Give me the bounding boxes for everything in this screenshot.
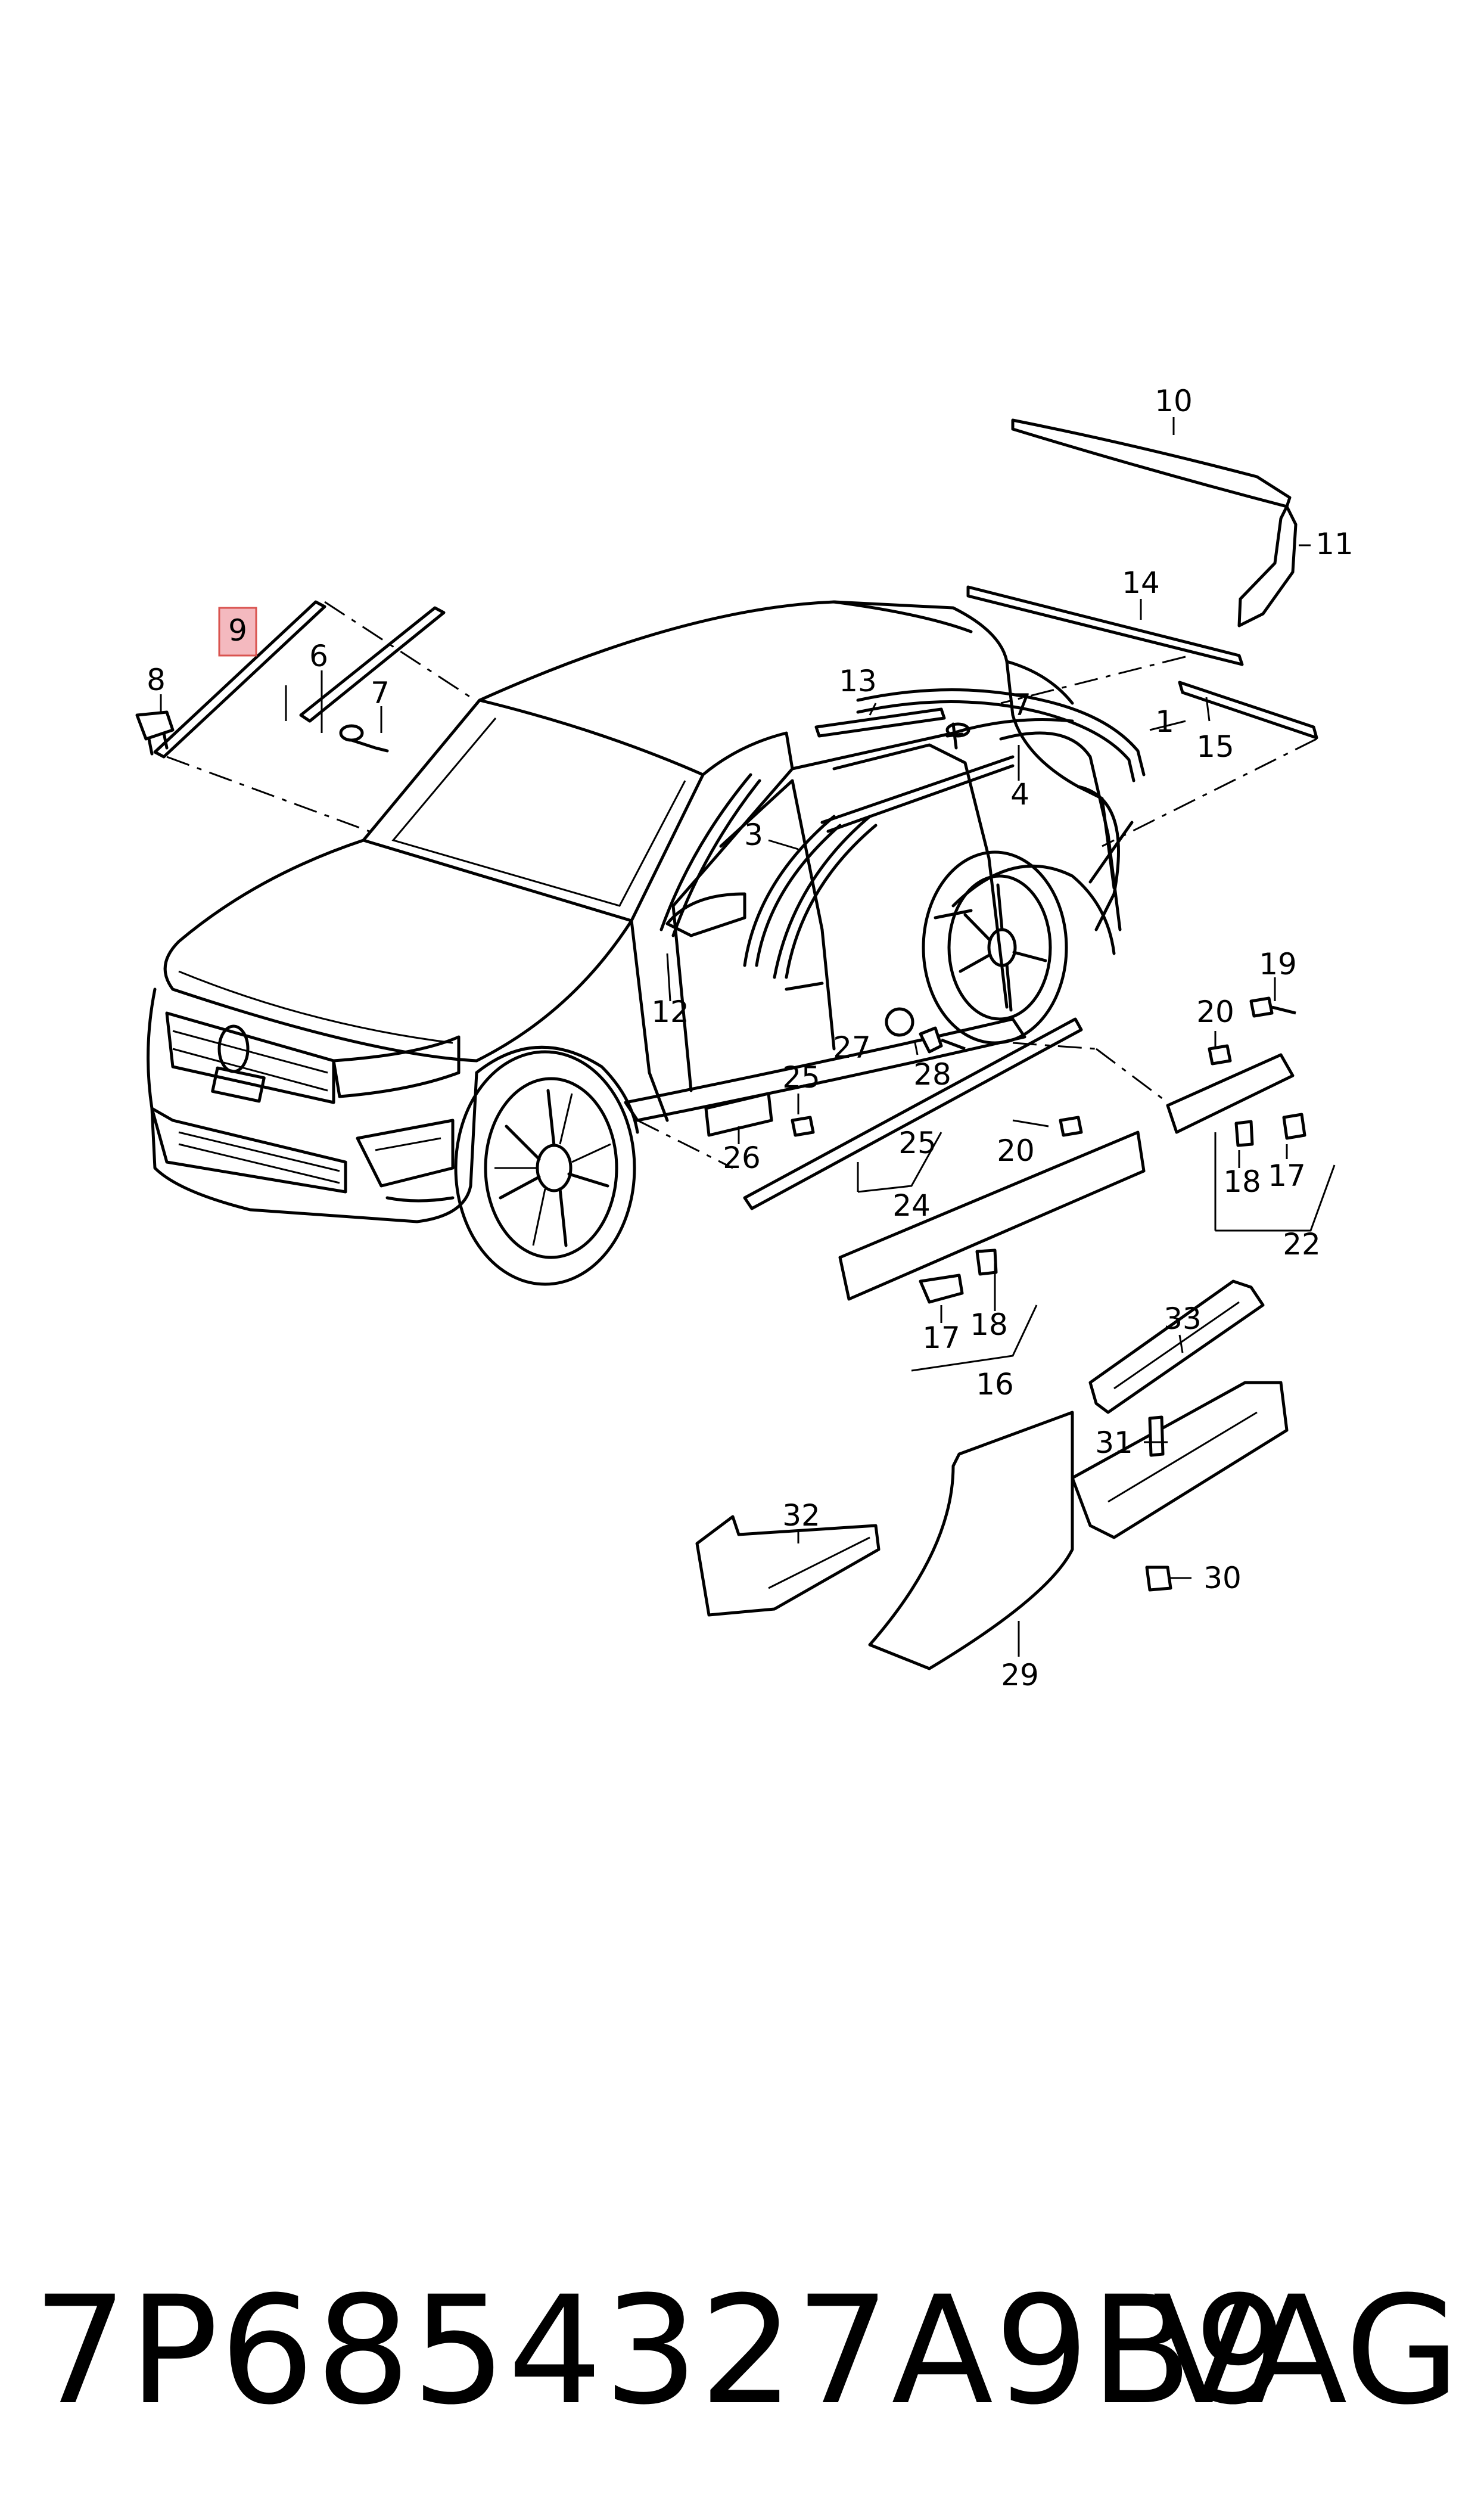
part-9-strip	[153, 600, 326, 759]
callout-17-right: 17	[1268, 1158, 1306, 1193]
callout-18-left: 18	[970, 1307, 1008, 1342]
callout-13: 13	[839, 664, 877, 698]
part-26-clip	[704, 1092, 773, 1137]
part-31-screw	[1148, 1415, 1165, 1457]
callout-20-left: 20	[997, 1133, 1035, 1168]
part-20-clip	[1059, 1116, 1083, 1137]
callout-28: 28	[913, 1057, 951, 1092]
callout-27: 27	[833, 1030, 871, 1065]
part-25-clip	[791, 1116, 815, 1137]
callout-33: 33	[1163, 1302, 1202, 1336]
parts-diagram: 1 3 4 6 7 7 8 9 10 11 12 13 14 15 16 17 …	[135, 384, 1354, 1692]
callout-labels: 1 3 4 6 7 7 8 9 10 11 12 13 14 15 16 17 …	[147, 384, 1354, 1692]
part-14-trim	[966, 585, 1244, 666]
callout-18-right: 18	[1223, 1164, 1261, 1199]
callout-25-left: 25	[782, 1060, 820, 1095]
part-22-moulding	[1166, 1053, 1295, 1134]
callout-29: 29	[1001, 1658, 1039, 1692]
callout-9: 9	[228, 613, 247, 648]
part-24-moulding	[743, 1017, 1083, 1210]
callout-25-right: 25	[898, 1126, 937, 1160]
callout-9-highlight	[218, 607, 257, 657]
callout-19: 19	[1259, 947, 1297, 981]
part-13-trim	[814, 707, 946, 738]
part-17-clip	[919, 1274, 964, 1304]
part-29-sill-cover	[868, 1411, 1074, 1670]
front-wheel	[454, 1050, 636, 1286]
part-8-clip	[135, 710, 175, 756]
callout-30: 30	[1203, 1561, 1242, 1595]
footer: 7P6854327A9B9 VAG	[0, 2253, 1484, 2449]
part-1-roof-rail	[856, 688, 1146, 776]
part-33-sill-plate	[1088, 1279, 1265, 1414]
reference-lines	[166, 601, 1317, 1169]
callout-11: 11	[1315, 527, 1354, 561]
callout-14: 14	[1122, 566, 1160, 600]
callout-10: 10	[1155, 384, 1193, 418]
callout-1: 1	[1155, 704, 1174, 739]
part-4-trim	[820, 755, 1015, 833]
part-27-grommet	[885, 1007, 914, 1037]
part-30-nut	[1145, 1566, 1172, 1592]
callout-6: 6	[309, 639, 328, 673]
callout-15: 15	[1196, 729, 1234, 764]
part-number: 7P6854327A9B9	[33, 2264, 1290, 2437]
callout-12: 12	[651, 995, 689, 1029]
callout-17-left: 17	[922, 1321, 960, 1355]
part-18-clip	[975, 1248, 998, 1276]
part-7-clip-rear	[945, 722, 970, 750]
part-28-bolt	[919, 1026, 966, 1054]
callout-7-rear: 7	[1012, 688, 1031, 722]
part-3-trim	[743, 815, 842, 967]
callout-31: 31	[1095, 1425, 1133, 1460]
callout-32: 32	[782, 1498, 820, 1533]
callout-8: 8	[147, 663, 166, 697]
callout-26: 26	[723, 1141, 761, 1175]
callout-20-right: 20	[1196, 995, 1234, 1029]
vehicle-outline	[147, 600, 1134, 1223]
part-16-moulding	[838, 1130, 1146, 1301]
part-32-trim	[695, 1515, 881, 1617]
callout-3: 3	[744, 818, 763, 852]
leader-lines	[160, 417, 1336, 1657]
callout-16: 16	[976, 1367, 1014, 1402]
callout-22: 22	[1283, 1227, 1321, 1262]
part-7-clip-front	[339, 724, 389, 753]
part-15-trim	[1178, 681, 1318, 740]
part-19-bolt	[1249, 996, 1296, 1018]
callout-24: 24	[892, 1188, 931, 1223]
callout-4: 4	[1010, 777, 1029, 812]
rear-wheel	[922, 850, 1068, 1045]
callout-7-front: 7	[371, 676, 390, 710]
part-12-trim	[659, 773, 761, 937]
brand-label: VAG	[1153, 2264, 1460, 2437]
part-11-trim	[1237, 505, 1298, 628]
part-6-strip	[299, 606, 446, 723]
part-10-roof-trim	[1011, 418, 1292, 508]
